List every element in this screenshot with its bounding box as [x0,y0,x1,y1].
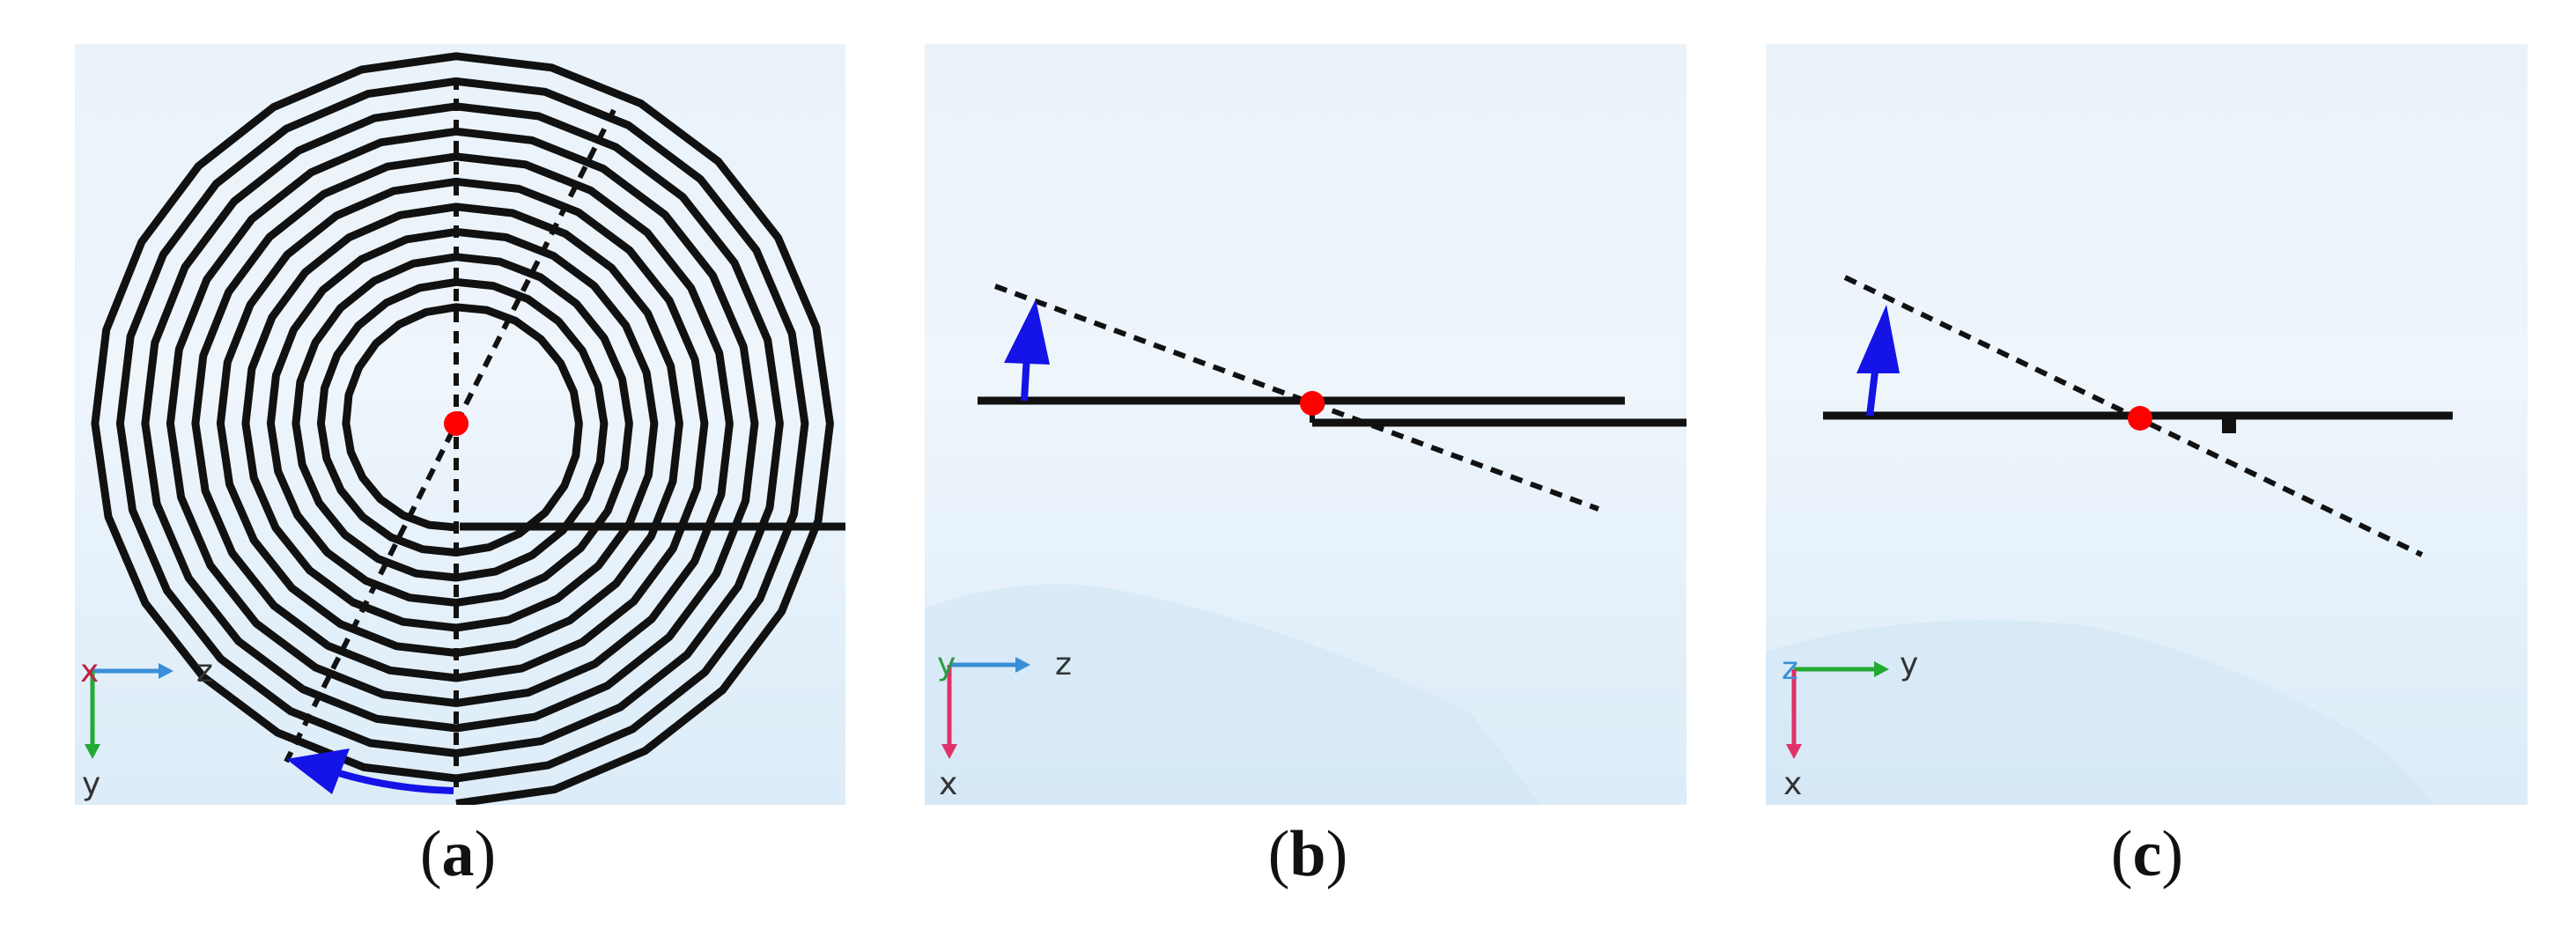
caption-c: (c) [2059,817,2235,892]
pivot-point-icon [2128,406,2152,431]
caption-c-open: ( [2110,818,2133,890]
background-hill [1766,620,2435,805]
caption-a-open: ( [419,818,442,890]
axis-label-vertical: x [939,766,957,802]
axis-label-out-of-plane: z [1782,651,1798,687]
panel-c-drawing: z y x [1766,275,2453,805]
caption-a-letter: a [441,818,475,890]
caption-b: (b) [1220,817,1396,892]
tilt-arrowhead-icon [1004,299,1050,365]
caption-b-close: ) [1325,818,1348,890]
axis-label-horizontal: z [196,653,213,689]
caption-a-close: ) [474,818,497,890]
axis-label-vertical: x [1783,766,1802,802]
caption-a: (a) [370,817,546,892]
caption-b-letter: b [1289,818,1326,890]
caption-c-letter: c [2132,818,2162,890]
axis-label-out-of-plane: y [937,646,956,682]
rotated-axis-dashed-line [284,108,616,763]
background-hill [925,584,1541,805]
axis-label-out-of-plane: x [80,653,99,689]
spiral-coil [91,52,834,805]
coordinate-triad: y z x [937,646,1072,802]
pivot-point-icon [1300,391,1325,416]
panel-b-drawing: y z x [925,284,1687,805]
pivot-point-icon [444,411,469,436]
rotation-arc-arrow [337,770,454,794]
panel-c: z y x [1766,44,2528,805]
panel-a-drawing: x z y [80,52,845,805]
tilt-arrowhead-icon [1856,305,1900,373]
caption-b-open: ( [1267,818,1290,890]
axis-label-horizontal: z [1055,646,1072,682]
coil-lead-tab [2222,416,2236,433]
panel-a: x z y [75,44,845,805]
rotation-arrowhead-icon [286,748,350,794]
coordinate-triad: z y x [1782,646,1918,802]
tilted-axis-dashed-line [993,284,1600,512]
coordinate-triad: x z y [80,653,213,802]
axis-label-vertical: y [82,766,100,802]
panel-b: y z x [925,44,1687,805]
caption-c-close: ) [2161,818,2184,890]
axis-label-horizontal: y [1900,646,1918,682]
tilt-arrow-shaft [1866,371,1878,417]
